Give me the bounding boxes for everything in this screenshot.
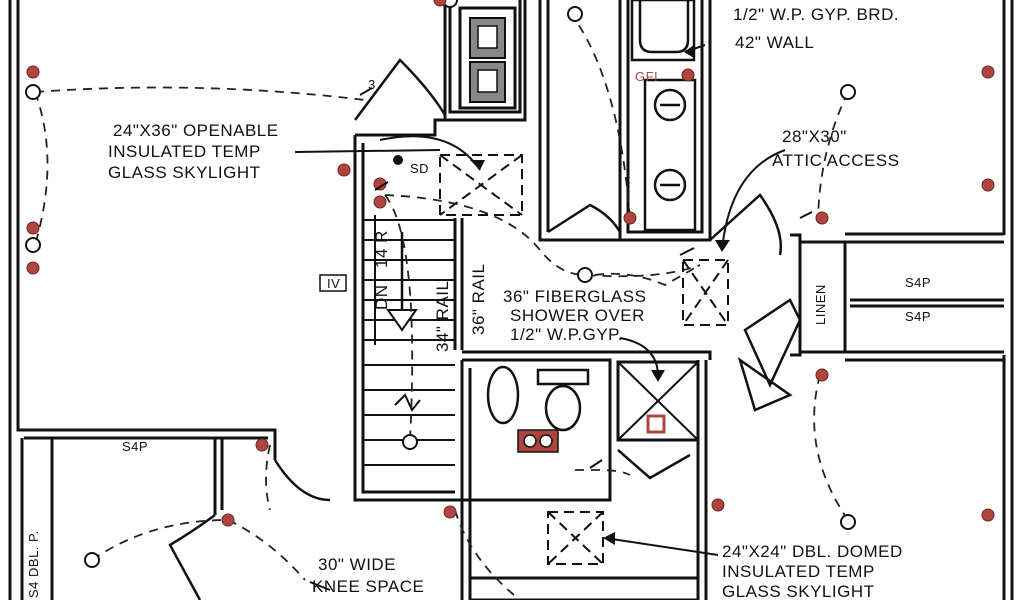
leader-arrows	[294, 44, 786, 591]
smoke-detector-icon	[393, 155, 403, 165]
skylight-24x24-line2: INSULATED TEMP	[722, 562, 875, 581]
sink-icon	[643, 78, 697, 232]
ceiling-light-icon	[25, 0, 856, 568]
sd-label: SD	[410, 161, 430, 176]
dbl-p-label: S4 DBL. P.	[26, 530, 41, 598]
toilet-icon	[486, 365, 590, 432]
bathtub-icon	[630, 0, 696, 62]
closet-vent	[458, 6, 517, 110]
wall-42-label: 42" WALL	[735, 33, 815, 52]
skylight-24x36-line2: INSULATED TEMP	[108, 142, 261, 161]
skylight-24x24-line3: GLASS SKYLIGHT	[722, 582, 875, 601]
shower-line1: 36" FIBERGLASS	[503, 287, 647, 306]
iv-label: IV	[327, 276, 341, 291]
gfi-label: GFI	[635, 69, 659, 84]
stair-count-label: 14 R	[372, 230, 391, 268]
rail-34-label: 34" RAIL	[433, 280, 452, 352]
sp-right-2-label: S4P	[905, 309, 932, 324]
skylight-24x36-line1: 24"X36" OPENABLE	[113, 121, 279, 140]
rail-36-label: 36" RAIL	[469, 263, 488, 335]
shower-x	[617, 361, 699, 441]
wp-gyp-brd-label: 1/2" W.P. GYP. BRD.	[733, 5, 900, 24]
arrowheads	[470, 45, 730, 545]
stair-treads	[363, 215, 455, 466]
stair-dn-label: DN	[372, 284, 391, 310]
outlet-icon	[26, 0, 995, 527]
switch-3-label: 3	[368, 77, 376, 92]
skylight-24x36-line3: GLASS SKYLIGHT	[108, 163, 261, 182]
skylight-24x24-line1: 24"x24" DBL. DOMED	[722, 542, 903, 561]
stair-arrow-icon	[386, 232, 418, 332]
linen-label: LINEN	[813, 284, 828, 325]
shower-line2: SHOWER OVER	[510, 306, 645, 325]
attic-line1: 28"X30"	[782, 127, 847, 146]
shower-line3: 1/2" W.P.GYP.	[510, 325, 624, 344]
iv-box	[319, 274, 347, 292]
attic-line2: ATTIC ACCESS	[772, 151, 900, 170]
knee-line1: 30" WIDE	[318, 555, 397, 574]
switch-icon	[359, 87, 813, 469]
sp-right-1-label: S4P	[905, 275, 932, 290]
walls	[8, 0, 1014, 600]
exhaust-fan-icon	[517, 414, 666, 453]
circuit-wiring	[34, 11, 849, 600]
door-swings	[168, 58, 802, 600]
sp-left-label: S4P	[122, 439, 149, 454]
knee-line2: KNEE SPACE	[312, 577, 425, 596]
